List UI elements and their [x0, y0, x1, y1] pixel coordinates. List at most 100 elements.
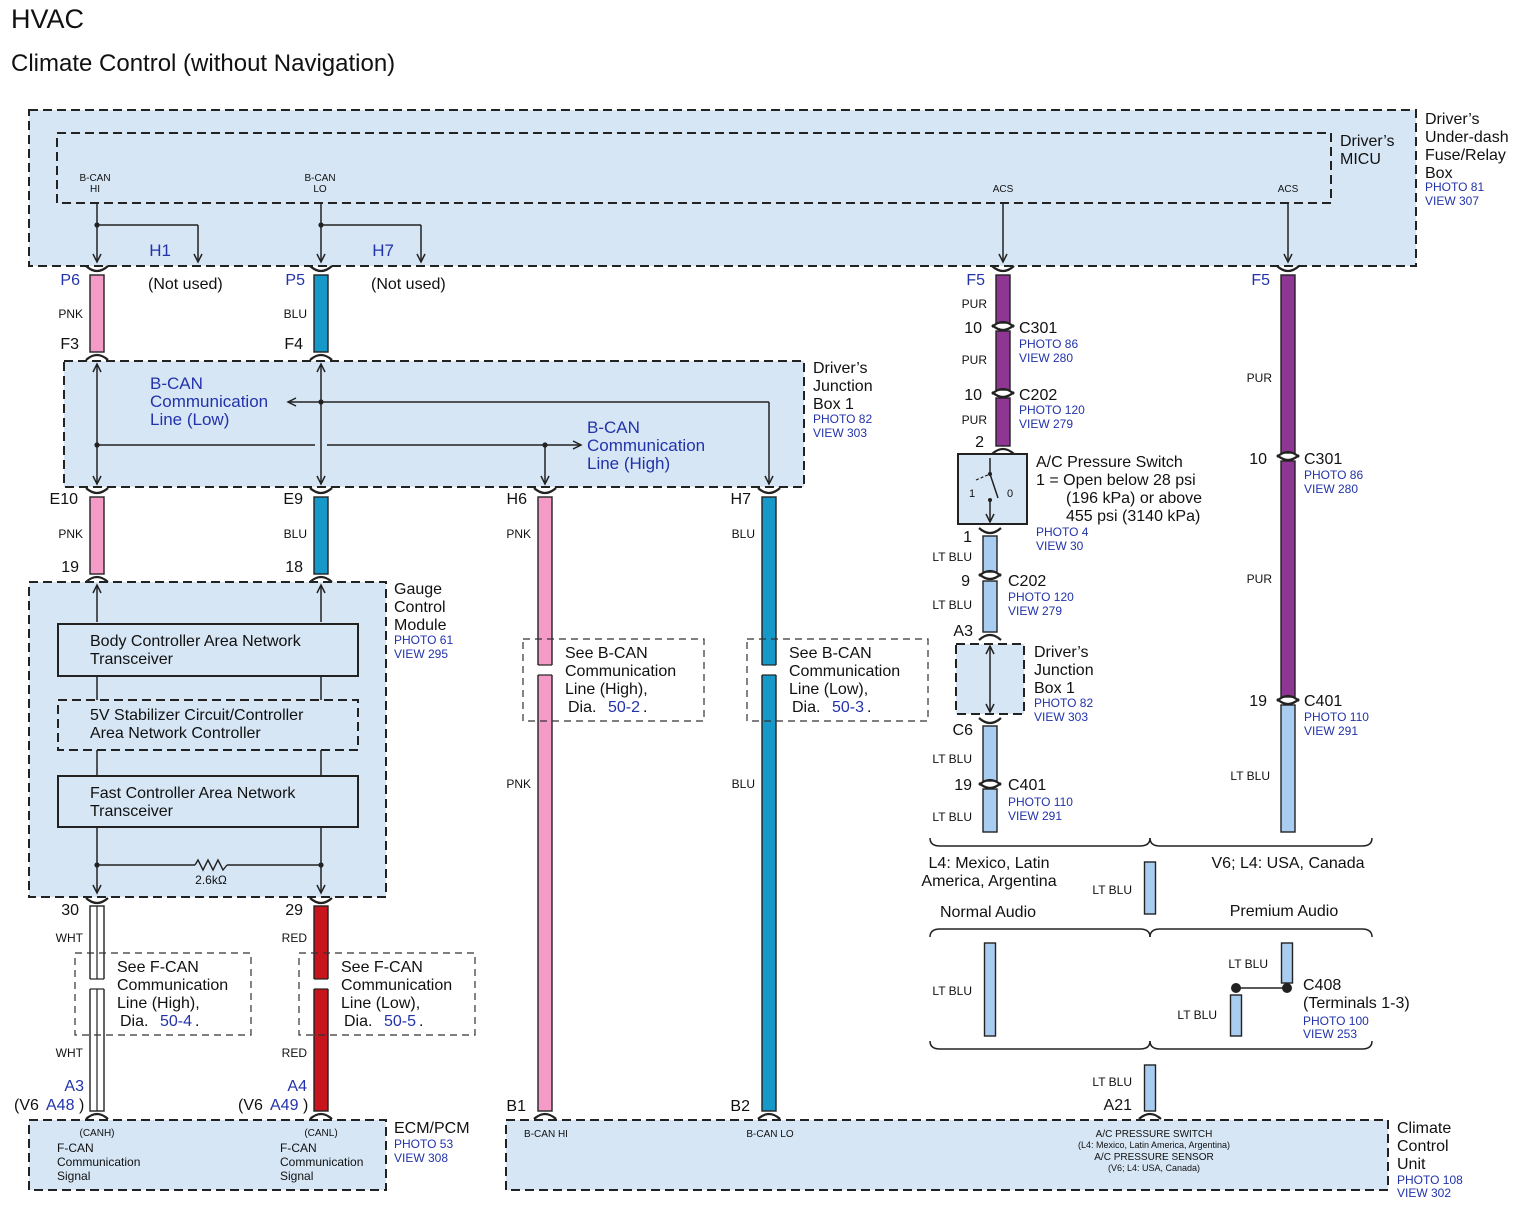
connector-c202-icon [991, 391, 1015, 399]
ecm-signal-b: Signal [280, 1169, 313, 1183]
wire-red [313, 905, 329, 1112]
pin-10: 10 [1249, 451, 1267, 468]
wire-ltblu [1280, 942, 1294, 984]
pin-a48: A48 [46, 1097, 75, 1114]
wire-color-label: LT BLU [932, 810, 972, 824]
junction-dot [94, 222, 100, 228]
connector-cap-icon [533, 1112, 557, 1120]
pin-19: 19 [61, 559, 79, 576]
audio-bracket-premium [1149, 928, 1373, 938]
wire-color-label: BLU [732, 527, 755, 541]
variant-l4: America, Argentina [921, 873, 1056, 890]
pin-p6: P6 [60, 272, 80, 289]
wire-color-label: PUR [1247, 371, 1273, 385]
pin-a3: A3 [64, 1078, 84, 1095]
pin-1: 1 [963, 529, 972, 546]
connector-cap-icon [85, 353, 109, 361]
pin-b1: B1 [506, 1098, 526, 1115]
see-fcan-low-text: Line (Low), [341, 995, 420, 1012]
ac-pressure-switch-title: A/C Pressure Switch [1036, 454, 1183, 471]
pin-f3: F3 [60, 336, 79, 353]
see-bcan-low-dia: Dia. [792, 699, 820, 716]
connector-cap-icon [1138, 1112, 1162, 1120]
connector-cap-icon [85, 575, 109, 583]
junction-dot [542, 442, 548, 448]
connector-cap-icon [757, 1112, 781, 1120]
see-fcan-high-text: See F-CAN [117, 959, 199, 976]
micu-pin-acs: ACS [1278, 184, 1299, 195]
junction-dot [988, 498, 992, 502]
see-bcan-low-box [746, 638, 929, 722]
arrow-down-icon [985, 513, 995, 524]
gauge-name: Gauge [394, 581, 442, 598]
see-bcan-low-dot: . [867, 699, 871, 716]
jb-small-name: Junction [1034, 662, 1094, 679]
wire-pnk-p6 [89, 274, 105, 353]
wire-color-label: LT BLU [1230, 769, 1270, 783]
junction-dot [1231, 983, 1241, 993]
fuse-box-name: Box [1425, 165, 1453, 182]
variant-bracket-l4 [929, 837, 1151, 847]
connector-cap-icon [309, 575, 333, 583]
v6-note: (V6 [238, 1097, 263, 1114]
bcan-low-line-label: Line (Low) [150, 410, 229, 429]
climate-pin-desc: (L4: Mexico, Latin America, Argentina) [1078, 1140, 1230, 1150]
pin-a49: A49 [270, 1097, 299, 1114]
pin-c6: C6 [953, 722, 974, 739]
pin-30: 30 [61, 902, 79, 919]
junction-box-name: Junction [813, 378, 873, 395]
junction-box-view: VIEW 303 [813, 426, 867, 440]
wire-ltblu [982, 788, 998, 833]
micu-pin-bcan-lo: LO [313, 184, 327, 195]
fast-can-transceiver [57, 775, 359, 828]
jb-small-name: Driver’s [1034, 644, 1089, 661]
micu-name: Driver’s [1340, 133, 1395, 150]
pin-10: 10 [964, 320, 982, 337]
ecm-signal-a: Communication [57, 1155, 140, 1169]
fuse-box-view: VIEW 307 [1425, 194, 1479, 208]
variant-l4: L4: Mexico, Latin [929, 855, 1050, 872]
pin-f5: F5 [966, 272, 985, 289]
junction-box-1 [63, 360, 805, 488]
switch-pos-0: 0 [1007, 488, 1013, 500]
junction-dot [1282, 983, 1292, 993]
wire-ltblu [983, 942, 997, 1037]
bcan-low-line-label: Communication [150, 392, 268, 411]
wire-color-label: PUR [1247, 572, 1273, 586]
c202-view: VIEW 279 [1019, 417, 1073, 431]
see-fcan-low-text: See F-CAN [341, 959, 423, 976]
ac-pressure-switch-photo: PHOTO 4 [1036, 525, 1089, 539]
pin-h7: H7 [731, 491, 752, 508]
arrow-down-icon [316, 475, 326, 486]
micu-name: MICU [1340, 151, 1381, 168]
wire-pur [1280, 460, 1296, 698]
climate-unit-view: VIEW 302 [1397, 1186, 1451, 1200]
v6-note: ) [303, 1097, 308, 1114]
arrow-down-icon [1283, 253, 1293, 264]
stabilizer-controller [57, 699, 359, 751]
climate-pin-desc: A/C PRESSURE SENSOR [1094, 1152, 1213, 1163]
switch-pos-1: 1 [969, 488, 975, 500]
c408-view: VIEW 253 [1303, 1027, 1357, 1041]
climate-unit-name: Control [1397, 1138, 1449, 1155]
stabilizer-text: Area Network Controller [90, 725, 261, 742]
bcan-low-line-label: B-CAN [150, 374, 203, 393]
see-bcan-high-box [522, 638, 705, 722]
see-bcan-high-text: Line (High), [565, 681, 648, 698]
micu-pin-acs: ACS [993, 184, 1014, 195]
arrow-right-icon [572, 440, 583, 450]
fuse-output-h1: H1 [149, 241, 171, 260]
connector-c202: C202 [1019, 387, 1057, 404]
connector-c301: C301 [1304, 451, 1342, 468]
c301-photo: PHOTO 86 [1019, 337, 1078, 351]
see-bcan-low-text: Communication [789, 663, 900, 680]
see-fcan-high-link: 50-4 [160, 1013, 192, 1030]
arrow-up-icon [92, 583, 102, 594]
connector-cap-icon [991, 265, 1015, 273]
wire-color-label: PNK [506, 527, 531, 541]
see-bcan-low-text: See B-CAN [789, 645, 872, 662]
ac-pressure-switch-desc: 455 psi (3140 kPa) [1066, 508, 1200, 525]
gauge-name: Control [394, 599, 446, 616]
ecm-signal-a: F-CAN [57, 1141, 94, 1155]
fast-can-text: Transceiver [90, 803, 174, 820]
